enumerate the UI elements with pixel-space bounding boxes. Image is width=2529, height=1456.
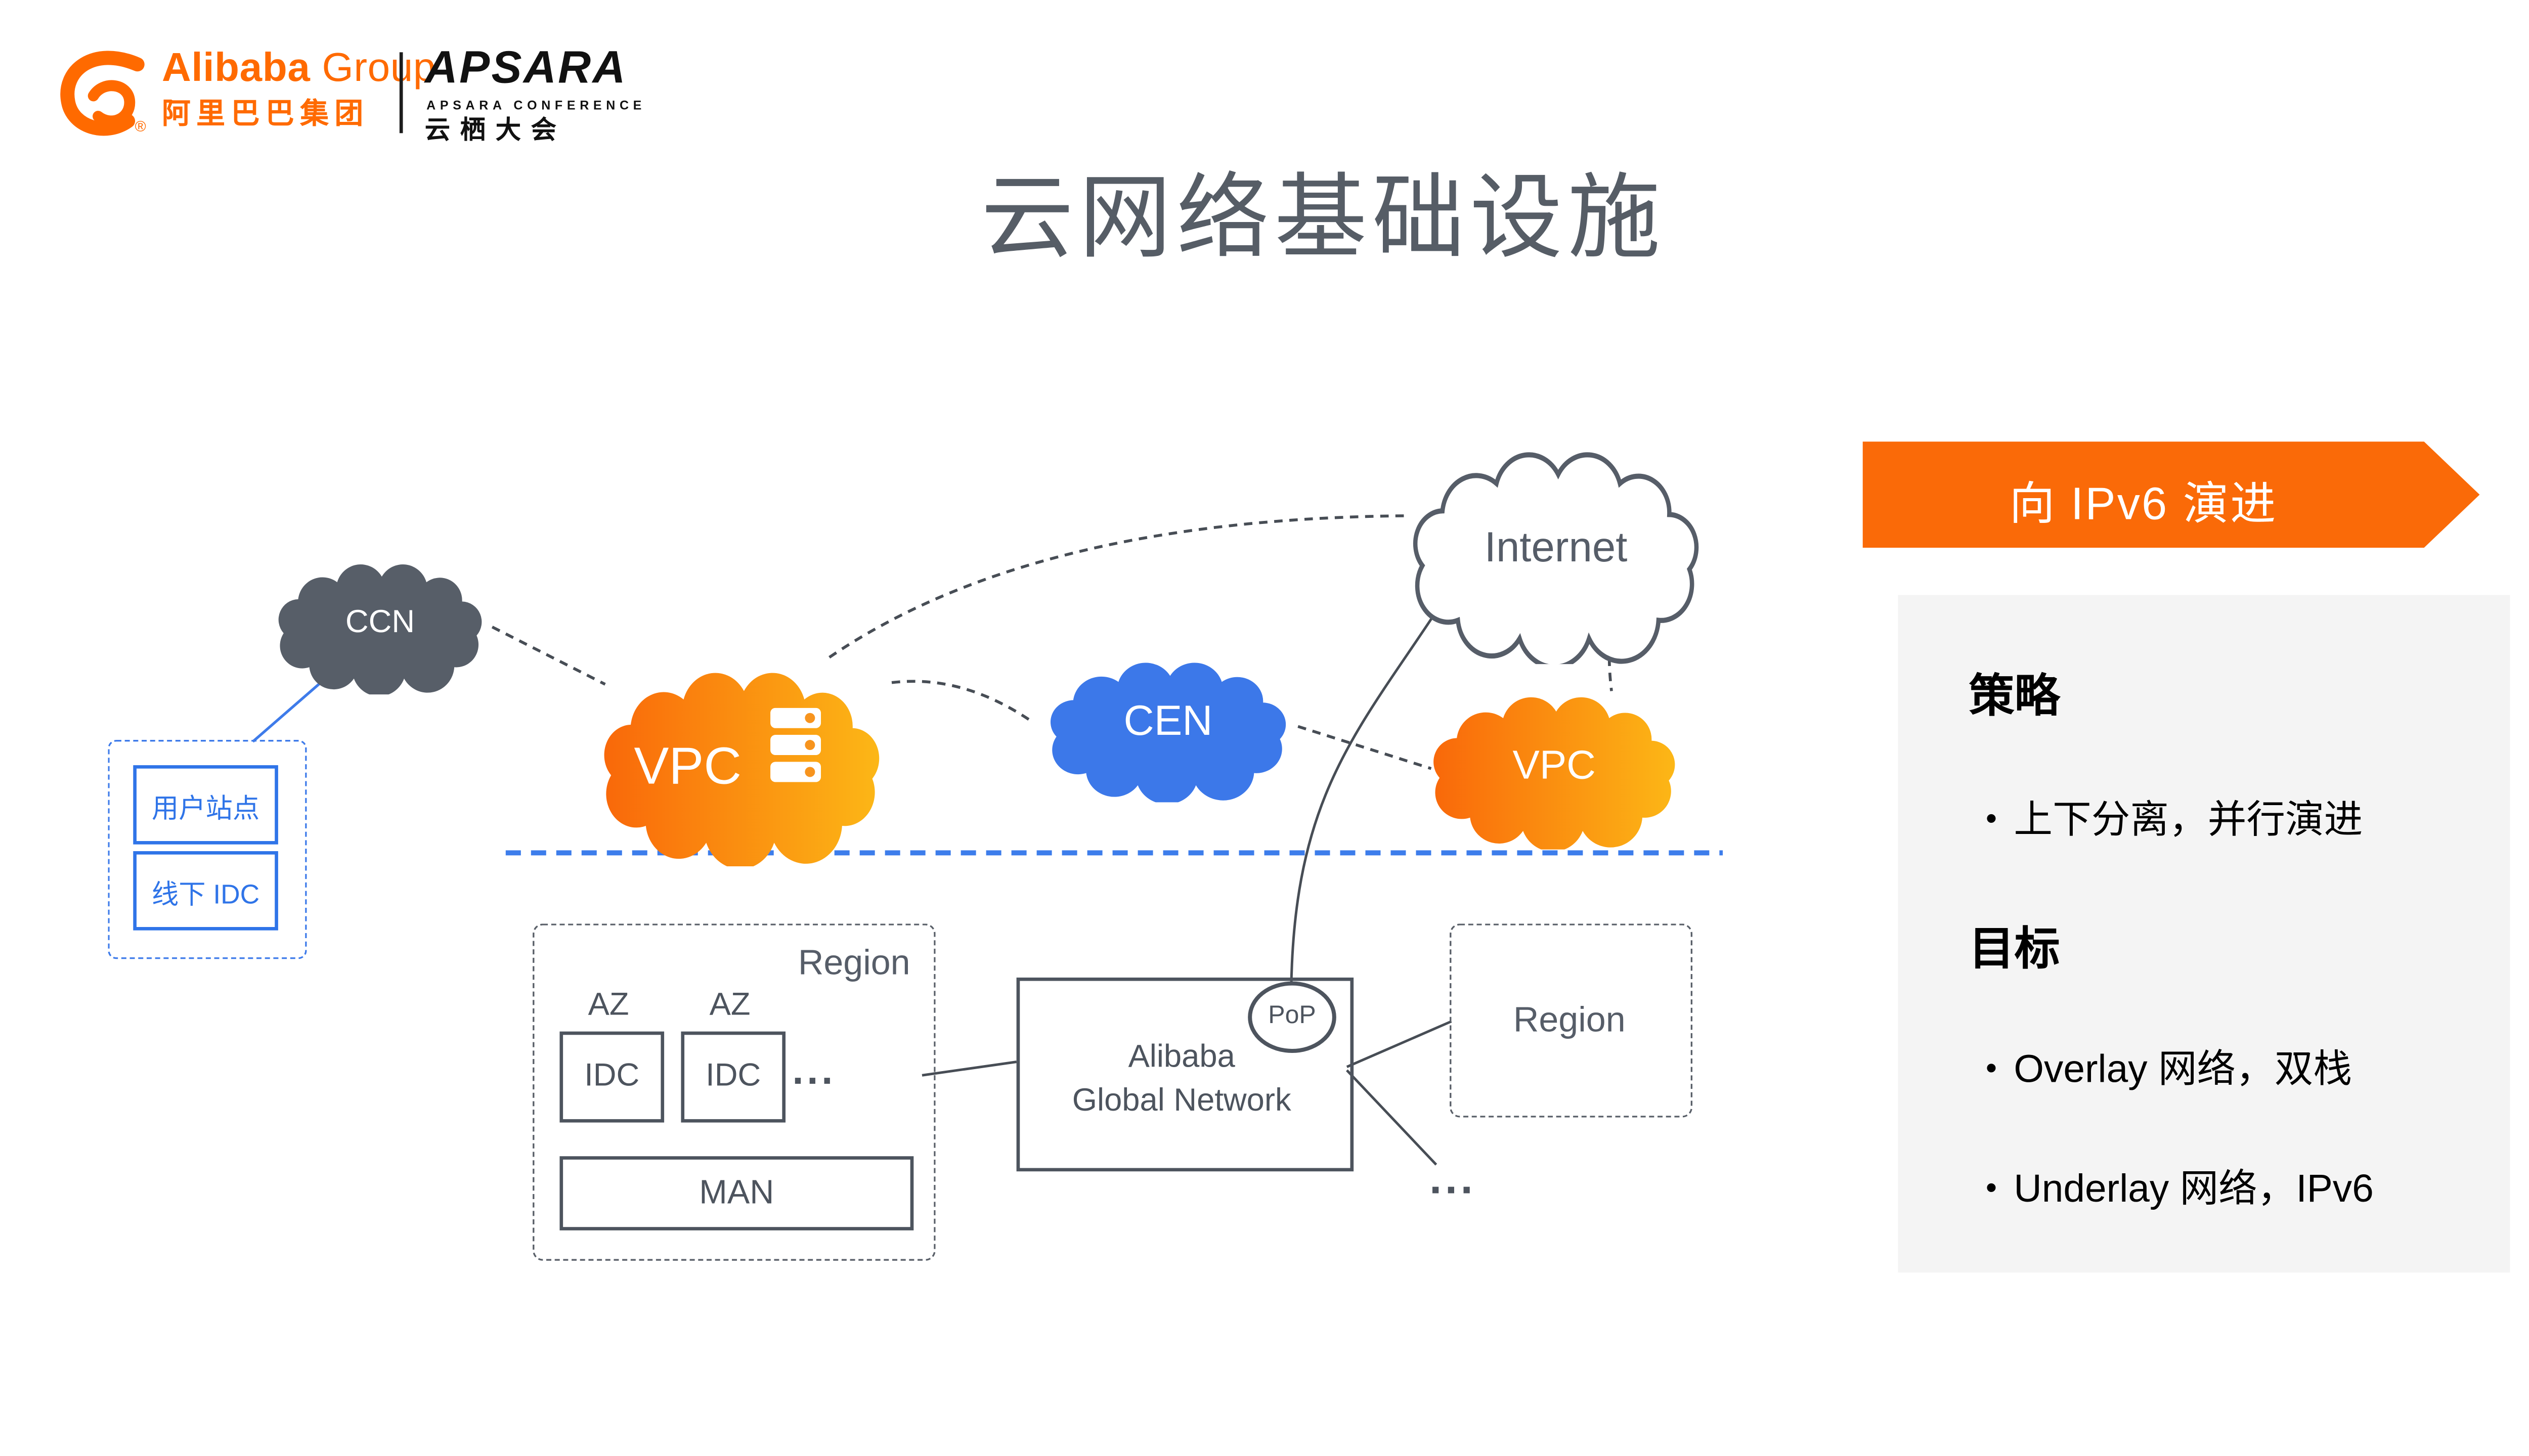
idc-box-2: IDC [681,1031,786,1123]
global-network-box [1016,977,1354,1172]
alibaba-group-cn: 阿里巴巴集团 [161,98,369,130]
bullet-icon: • [1985,1171,1997,1207]
link-ccn-user [252,673,331,743]
link-agn-region2 [1346,1020,1452,1068]
az-label-1: AZ [588,987,629,1023]
link-vpc-internet [829,514,1410,659]
strategy-bullet: •上下分离，并行演进 [1985,797,2363,842]
pop-node [1248,981,1336,1053]
bullet-icon: • [1985,802,1997,838]
global-network-label: Alibaba Global Network [1072,1040,1291,1119]
link-ccn-vpc [491,626,606,686]
link-agn-ellipsis [1346,1069,1437,1166]
strategy-panel: 策略 •上下分离，并行演进 目标 •Overlay 网络，双栈 •Underla… [1898,595,2510,1273]
bullet-icon: • [1985,1051,1997,1087]
region-right-box [1450,923,1693,1118]
link-internet-pop [1290,574,1461,988]
alibaba-logo-icon [60,51,145,136]
internet-cloud-label: Internet [1484,524,1628,571]
user-group-box [108,740,307,959]
server-icon [770,708,821,782]
link-vpc-cen [891,680,1033,723]
logo-divider [399,52,403,134]
ccn-cloud-label: CCN [345,605,415,641]
offline-idc-box: 线下 IDC [133,851,278,931]
region-right-label: Region [1513,1001,1626,1040]
apsara-conference-label: APSARA CONFERENCE [426,98,646,113]
cen-cloud-label: CEN [1123,697,1213,745]
apsara-cn: 云栖大会 [424,116,566,145]
az-label-2: AZ [709,987,751,1023]
alibaba-group-wordmark: Alibaba Group [161,45,437,91]
ipv6-banner-label: 向 IPv6 演进 [2009,478,2278,530]
region-left-label: Region [798,944,910,983]
apsara-wordmark: APSARA [424,42,627,93]
link-cen-vpc2 [1297,725,1432,770]
goal-bullet-overlay: •Overlay 网络，双栈 [1985,1046,2352,1091]
link-region1-agn [922,1061,1017,1077]
idc-box-1: IDC [559,1031,665,1123]
goal-bullet-underlay: •Underlay 网络，IPv6 [1985,1166,2374,1210]
ipv6-banner [1862,442,2480,548]
region-ellipsis: ... [1429,1153,1476,1204]
vpc-left-cloud-label: VPC [634,736,742,796]
page-title: 云网络基础设施 [981,165,1666,270]
man-box: MAN [559,1156,914,1230]
goal-heading: 目标 [1969,923,2060,975]
strategy-heading: 策略 [1969,671,2060,722]
idc-ellipsis: ... [792,1048,837,1094]
vpc-right-cloud-label: VPC [1512,743,1596,789]
user-site-box: 用户站点 [133,765,278,845]
pop-label: PoP [1268,1001,1316,1030]
region-left-box [533,923,936,1261]
registered-mark: ® [135,118,146,135]
